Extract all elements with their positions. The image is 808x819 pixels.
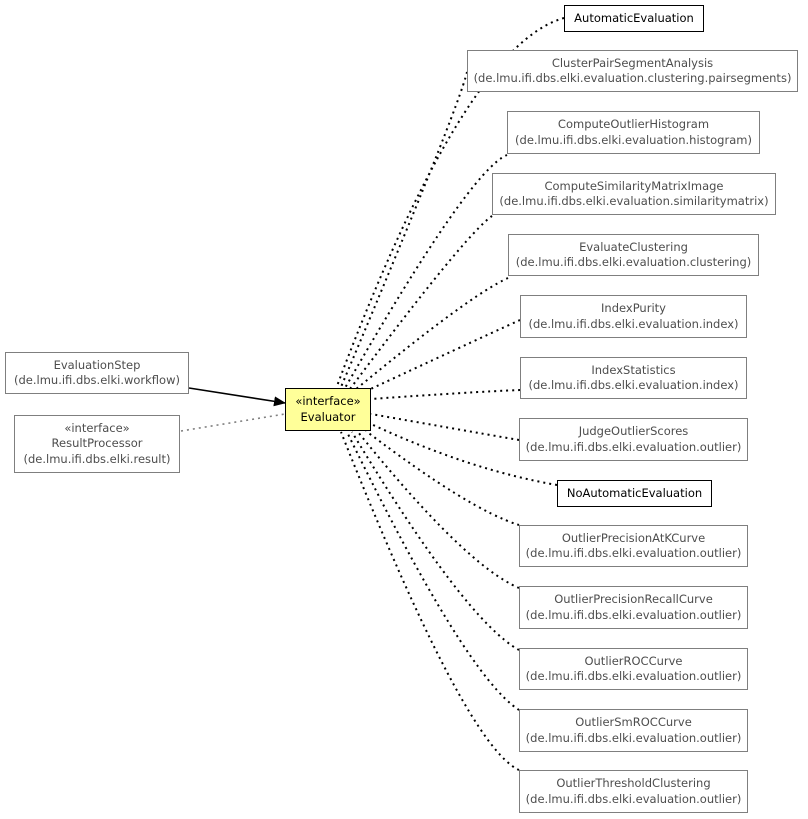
- outlier-precision-recall-curve-name: OutlierPrecisionRecallCurve: [554, 592, 713, 606]
- implementation-edge-10: [357, 431, 520, 589]
- judge-outlier-scores-name: JudgeOutlierScores: [578, 424, 689, 438]
- outlier-threshold-clustering-node[interactable]: OutlierThresholdClustering (de.lmu.ifi.d…: [519, 770, 748, 813]
- index-purity-name: IndexPurity: [601, 301, 666, 315]
- outlier-threshold-clustering-package: (de.lmu.ifi.dbs.elki.evaluation.outlier): [525, 791, 742, 806]
- implementation-edge-2: [344, 154, 508, 389]
- automatic-evaluation-name: AutomaticEvaluation: [574, 10, 694, 25]
- compute-similarity-matrix-image-node[interactable]: ComputeSimilarityMatrixImage (de.lmu.ifi…: [492, 173, 776, 215]
- outlier-roc-curve-package: (de.lmu.ifi.dbs.elki.evaluation.outlier): [525, 669, 742, 683]
- no-automatic-evaluation-name: NoAutomaticEvaluation: [566, 485, 703, 500]
- outlier-precision-at-k-curve-name: OutlierPrecisionAtKCurve: [561, 530, 706, 545]
- judge-outlier-scores-package: (de.lmu.ifi.dbs.elki.evaluation.outlier): [525, 439, 742, 454]
- judge-outlier-scores-node[interactable]: JudgeOutlierScores (de.lmu.ifi.dbs.elki.…: [519, 418, 748, 461]
- outlier-precision-recall-curve-package: (de.lmu.ifi.dbs.elki.evaluation.outlier): [525, 607, 742, 622]
- outlier-precision-recall-curve-node[interactable]: OutlierPrecisionRecallCurve (de.lmu.ifi.…: [519, 586, 748, 629]
- evaluator-interface-node[interactable]: «interface» Evaluator: [285, 388, 371, 431]
- outlier-sm-roc-curve-name: OutlierSmROCCurve: [575, 715, 692, 729]
- index-purity-node[interactable]: IndexPurity (de.lmu.ifi.dbs.elki.evaluat…: [520, 295, 747, 338]
- implementation-edge-7: [370, 413, 520, 441]
- evaluate-clustering-name: EvaluateClustering: [579, 239, 688, 254]
- implementation-edge-6: [370, 389, 521, 400]
- outlier-roc-curve-name: OutlierROCCurve: [584, 653, 683, 668]
- result-processor-package: (de.lmu.ifi.dbs.elki.result): [23, 451, 171, 466]
- cluster-pair-segment-analysis-name: ClusterPairSegmentAnalysis: [551, 55, 714, 70]
- no-automatic-evaluation-node[interactable]: NoAutomaticEvaluation: [557, 480, 712, 507]
- result-processor-node[interactable]: «interface» ResultProcessor (de.lmu.ifi.…: [14, 415, 180, 473]
- evaluation-step-package: (de.lmu.ifi.dbs.elki.workflow): [14, 373, 180, 387]
- implementation-edge-9: [365, 430, 520, 526]
- evaluation-step-arrow: [188, 387, 286, 407]
- implementation-edge-5: [361, 319, 521, 394]
- compute-similarity-matrix-image-package: (de.lmu.ifi.dbs.elki.evaluation.similari…: [499, 194, 769, 208]
- outlier-precision-at-k-curve-package: (de.lmu.ifi.dbs.elki.evaluation.outlier): [525, 546, 742, 560]
- compute-outlier-histogram-package: (de.lmu.ifi.dbs.elki.evaluation.histogra…: [515, 132, 752, 147]
- evaluate-clustering-package: (de.lmu.ifi.dbs.elki.evaluation.clusteri…: [515, 255, 752, 269]
- outlier-sm-roc-curve-node[interactable]: OutlierSmROCCurve (de.lmu.ifi.dbs.elki.e…: [519, 709, 748, 752]
- evaluation-step-name: EvaluationStep: [53, 357, 141, 372]
- implementation-edge-4: [354, 277, 509, 391]
- outlier-precision-at-k-curve-node[interactable]: OutlierPrecisionAtKCurve (de.lmu.ifi.dbs…: [519, 525, 748, 567]
- result-processor-stereotype: «interface»: [64, 420, 130, 435]
- evaluate-clustering-node[interactable]: EvaluateClustering (de.lmu.ifi.dbs.elki.…: [508, 234, 759, 276]
- cluster-pair-segment-analysis-package: (de.lmu.ifi.dbs.elki.evaluation.clusteri…: [473, 71, 792, 85]
- evaluator-stereotype: «interface»: [295, 394, 361, 408]
- implementation-edge-1: [340, 71, 468, 388]
- evaluation-step-node[interactable]: EvaluationStep (de.lmu.ifi.dbs.elki.work…: [5, 352, 189, 394]
- implementation-edge-0: [336, 17, 565, 387]
- result-processor-name: ResultProcessor: [51, 436, 143, 451]
- index-statistics-name: IndexStatistics: [591, 362, 676, 377]
- implementation-edge-11: [351, 431, 520, 651]
- compute-outlier-histogram-node[interactable]: ComputeOutlierHistogram (de.lmu.ifi.dbs.…: [507, 111, 760, 154]
- result-processor-edge: [180, 413, 286, 432]
- evaluator-name: Evaluator: [300, 409, 356, 424]
- index-statistics-node[interactable]: IndexStatistics (de.lmu.ifi.dbs.elki.eva…: [520, 357, 747, 399]
- compute-outlier-histogram-name: ComputeOutlierHistogram: [557, 117, 710, 131]
- compute-similarity-matrix-image-name: ComputeSimilarityMatrixImage: [544, 178, 724, 193]
- outlier-roc-curve-node[interactable]: OutlierROCCurve (de.lmu.ifi.dbs.elki.eva…: [519, 648, 748, 690]
- implementation-edge-12: [346, 431, 520, 711]
- implementation-edge-3: [349, 215, 493, 390]
- outlier-threshold-clustering-name: OutlierThresholdClustering: [556, 776, 711, 790]
- cluster-pair-segment-analysis-node[interactable]: ClusterPairSegmentAnalysis (de.lmu.ifi.d…: [467, 50, 798, 92]
- index-statistics-package: (de.lmu.ifi.dbs.elki.evaluation.index): [528, 378, 739, 392]
- index-purity-package: (de.lmu.ifi.dbs.elki.evaluation.index): [528, 316, 739, 331]
- implementation-edge-13: [340, 431, 520, 771]
- outlier-sm-roc-curve-package: (de.lmu.ifi.dbs.elki.evaluation.outlier): [525, 730, 742, 745]
- automatic-evaluation-node[interactable]: AutomaticEvaluation: [564, 5, 704, 32]
